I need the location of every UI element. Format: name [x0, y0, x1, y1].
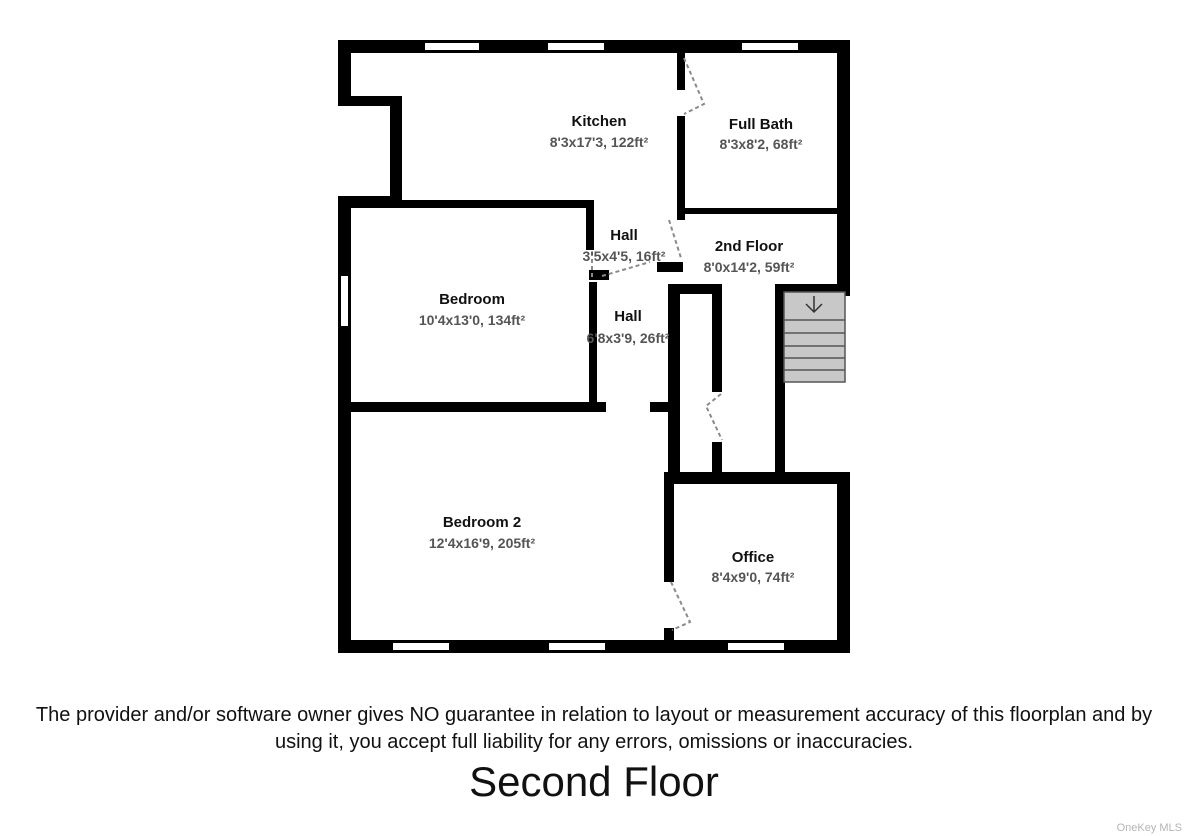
room-name-hall-1: Hall [610, 227, 638, 244]
door-hall-diagonal [601, 261, 651, 277]
window-office [728, 643, 784, 650]
room-dimensions-hall-1: 3'5x4'5, 16ft² [583, 248, 666, 264]
window-bath [742, 43, 798, 50]
room-dimensions-office: 8'4x9'0, 74ft² [712, 569, 795, 585]
room-dimensions-hall-2: 6'8x3'9, 26ft² [587, 330, 670, 346]
watermark: OneKey MLS [1116, 822, 1182, 834]
wall-hall-center [657, 262, 683, 272]
room-name-hall-2: Hall [614, 308, 642, 325]
room-name-kitchen: Kitchen [571, 113, 626, 130]
window-bedroom2-2 [549, 643, 605, 650]
room-dimensions-bedroom-2: 12'4x16'9, 205ft² [429, 535, 536, 551]
wall-hall-stub [589, 270, 609, 280]
wall-corridor-left [668, 284, 680, 480]
wall-bath-left [677, 40, 685, 90]
room-dimensions-bedroom: 10'4x13'0, 134ft² [419, 312, 526, 328]
wall-office-top [668, 472, 850, 484]
window-kitchen-2 [548, 43, 604, 50]
wall-bedroom-right-lower [589, 282, 597, 410]
room-name-2nd-floor: 2nd Floor [715, 238, 783, 255]
room-labels: Kitchen 8'3x17'3, 122ft² Full Bath 8'3x8… [419, 113, 803, 585]
room-name-bedroom: Bedroom [439, 291, 505, 308]
room-name-bedroom-2: Bedroom 2 [443, 514, 521, 531]
door-bath [683, 57, 706, 115]
wall-right-lower [837, 472, 850, 653]
wall-left [338, 196, 351, 652]
door-hall-2nd-floor [668, 219, 682, 259]
window-bedroom [341, 276, 348, 326]
wall-left-upper [338, 40, 351, 104]
wall-hall-stub-2 [650, 402, 670, 412]
wall-closet-right [712, 284, 722, 392]
windows [341, 43, 798, 650]
wall-bath-bottom [677, 208, 850, 214]
stairs-down-arrow-icon [805, 296, 823, 314]
room-dimensions-full-bath: 8'3x8'2, 68ft² [720, 136, 803, 152]
walls [338, 40, 850, 653]
wall-closet-right-lower [712, 442, 722, 482]
window-kitchen-1 [425, 43, 479, 50]
wall-bedroom-bottom [338, 402, 606, 412]
wall-bath-left-lower [677, 116, 685, 220]
wall-office-left [664, 472, 674, 582]
wall-corridor-top [668, 284, 722, 294]
room-dimensions-2nd-floor: 8'0x14'2, 59ft² [704, 259, 795, 275]
wall-office-left-lower [664, 628, 674, 653]
wall-stair-left [775, 284, 785, 482]
wall-right-upper [837, 40, 850, 296]
room-name-full-bath: Full Bath [729, 116, 793, 133]
stairs [783, 291, 846, 383]
wall-bedroom-top [338, 200, 592, 208]
room-dimensions-kitchen: 8'3x17'3, 122ft² [550, 134, 649, 150]
wall-bedroom-right [586, 200, 594, 250]
door-office [670, 581, 692, 631]
wall-notch-vertical [390, 96, 402, 208]
door-closet [704, 393, 723, 441]
wall-stair-top [775, 284, 845, 294]
doors [591, 57, 723, 631]
room-name-office: Office [732, 549, 775, 566]
floor-title: Second Floor [469, 758, 719, 805]
window-bedroom2-1 [393, 643, 449, 650]
disclaimer-text: The provider and/or software owner gives… [35, 704, 1153, 753]
floor-plan: Kitchen 8'3x17'3, 122ft² Full Bath 8'3x8… [338, 40, 850, 653]
wall-notch-horizontal [338, 96, 402, 106]
